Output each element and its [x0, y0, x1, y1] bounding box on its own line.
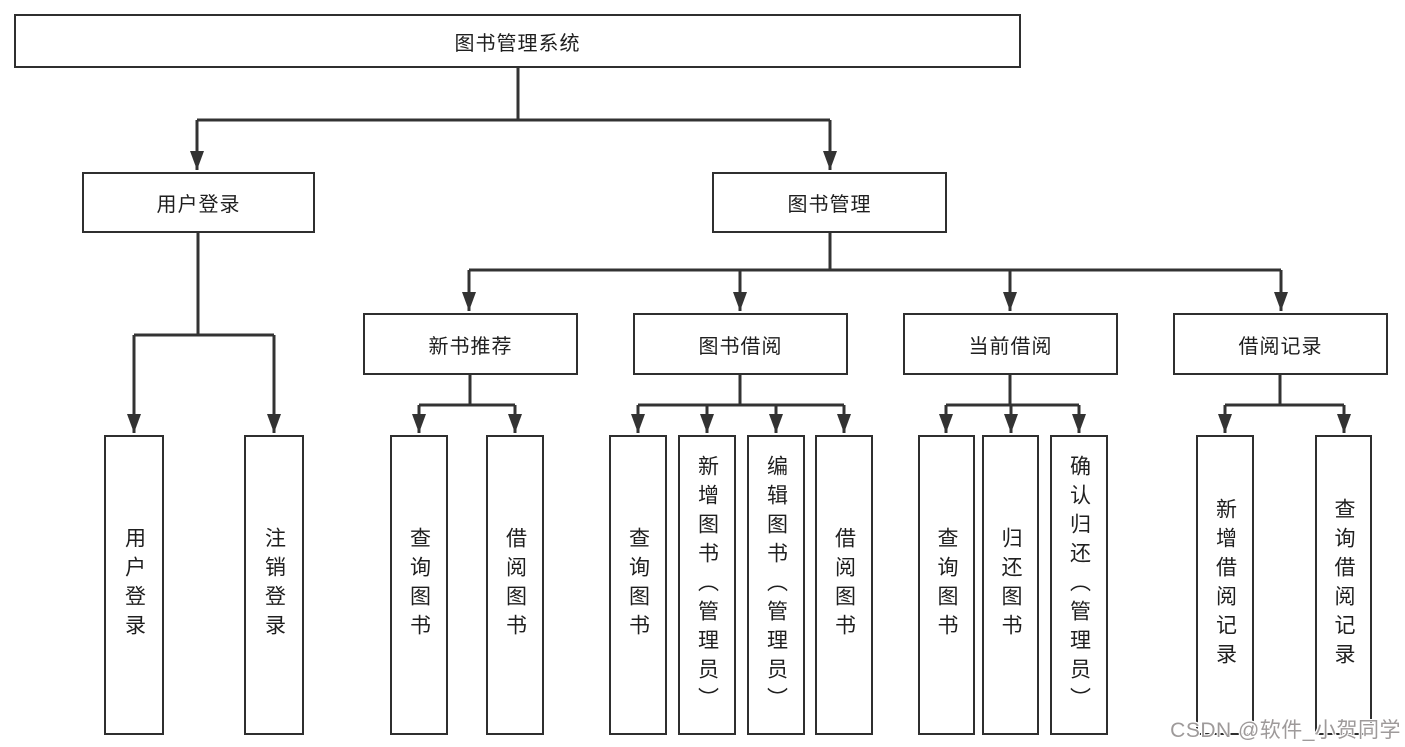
leaf-current-query-books: 查询图书 [918, 435, 975, 735]
node-label: 用户登录 [122, 527, 146, 643]
node-label: 注销登录 [262, 527, 286, 643]
node-label: 图书管理系统 [454, 32, 581, 55]
node-book-borrowing: 图书借阅 [633, 313, 848, 375]
leaf-record-add-record: 新增借阅记录 [1196, 435, 1254, 735]
leaf-record-query-record: 查询借阅记录 [1315, 435, 1372, 735]
node-label: 图书借阅 [698, 335, 783, 358]
leaf-current-return-books: 归还图书 [982, 435, 1039, 735]
csdn-watermark: CSDN @软件_小贺同学 [1170, 719, 1401, 742]
node-label: 图书管理 [787, 194, 872, 216]
node-label: 用户登录 [156, 194, 241, 216]
node-label: 查询图书 [407, 527, 431, 643]
leaf-borrow-add-books-admin: 新增图书（管理员） [678, 435, 736, 735]
leaf-rec-query-books: 查询图书 [390, 435, 448, 735]
node-label: 当前借阅 [968, 335, 1053, 358]
node-label: 查询图书 [626, 527, 650, 643]
node-user-login: 用户登录 [82, 172, 315, 233]
node-root-system: 图书管理系统 [14, 14, 1021, 68]
node-label: 借阅图书 [832, 527, 856, 643]
node-label: 新增借阅记录 [1213, 498, 1237, 672]
node-current-borrowing: 当前借阅 [903, 313, 1118, 375]
node-label: 查询借阅记录 [1332, 498, 1355, 672]
node-book-management: 图书管理 [712, 172, 947, 233]
node-label: 新书推荐 [428, 335, 513, 358]
leaf-borrow-borrow-books: 借阅图书 [815, 435, 873, 735]
node-label: 编辑图书（管理员） [764, 454, 788, 716]
node-label: 借阅记录 [1238, 335, 1323, 358]
node-label: 确认归还（管理员） [1067, 454, 1091, 716]
node-label: 归还图书 [999, 527, 1022, 643]
leaf-current-confirm-return-admin: 确认归还（管理员） [1050, 435, 1108, 735]
leaf-borrow-query-books: 查询图书 [609, 435, 667, 735]
leaf-borrow-edit-books-admin: 编辑图书（管理员） [747, 435, 805, 735]
node-label: 借阅图书 [503, 527, 527, 643]
leaf-logout: 注销登录 [244, 435, 304, 735]
node-label: 新增图书（管理员） [695, 454, 719, 716]
leaf-user-login: 用户登录 [104, 435, 164, 735]
node-borrowing-record: 借阅记录 [1173, 313, 1388, 375]
leaf-rec-borrow-books: 借阅图书 [486, 435, 544, 735]
node-new-book-recommendation: 新书推荐 [363, 313, 578, 375]
node-label: 查询图书 [935, 527, 958, 643]
